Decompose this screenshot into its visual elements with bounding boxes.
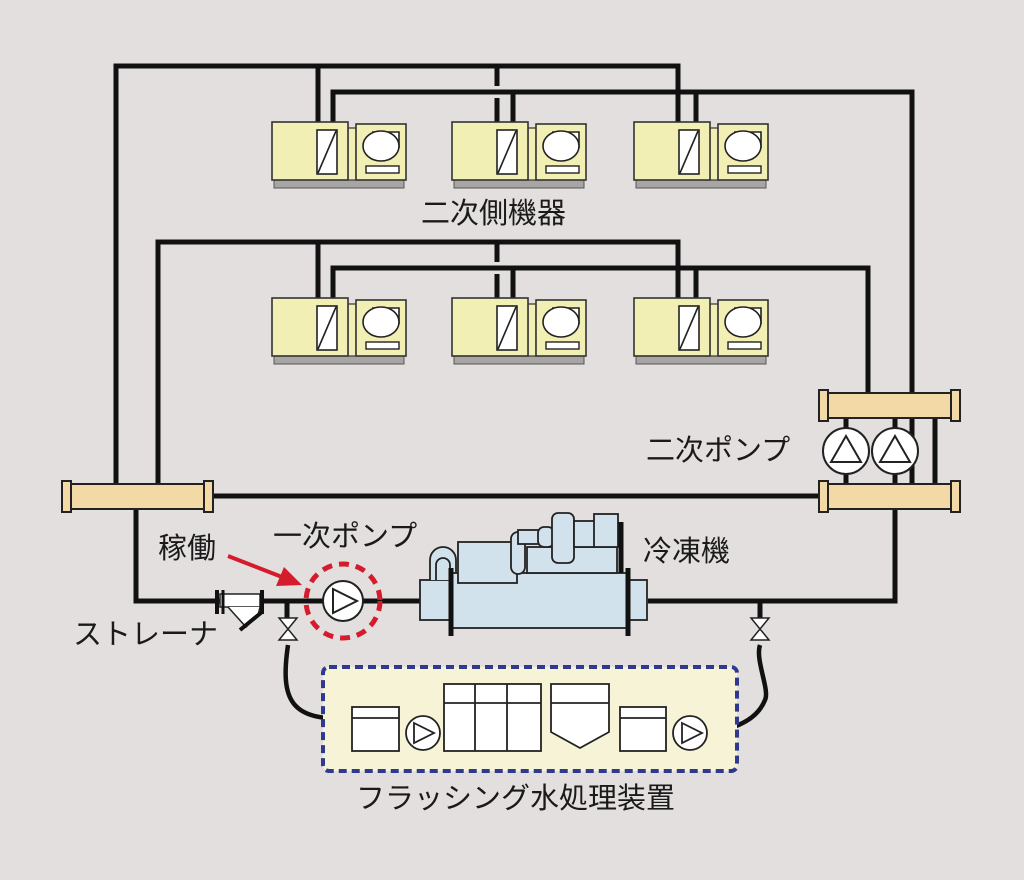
fan-icon: [724, 130, 762, 162]
pipe-lower-return: [330, 265, 871, 396]
unit-connector: [347, 303, 357, 357]
coil-diagonal: [679, 130, 699, 174]
secondary-unit-upper-2[interactable]: [451, 121, 587, 189]
header-left-cap: [203, 480, 214, 513]
unit-connector: [709, 303, 719, 357]
flush-pump-1: [405, 715, 441, 751]
header-left-cap: [61, 480, 72, 513]
secondary-unit-upper-3[interactable]: [633, 121, 769, 189]
coil-diagonal: [679, 306, 699, 350]
chiller-link: [573, 520, 597, 548]
chiller-top-box: [593, 513, 619, 548]
pipe-upper-return: [330, 89, 915, 486]
header-left: [61, 480, 214, 513]
secondary-unit-lower-1[interactable]: [271, 297, 407, 365]
header-cap: [818, 389, 829, 422]
pipe-lower-supply: [155, 239, 681, 486]
secondary-equipment-group: [271, 121, 769, 365]
unit-connector: [709, 127, 719, 181]
secondary-unit-upper-1[interactable]: [271, 121, 407, 189]
fan-icon: [362, 306, 400, 338]
secondary-pump-1[interactable]: [822, 427, 870, 475]
pump-triangle-icon: [829, 433, 863, 463]
pump-triangle-icon: [878, 433, 912, 463]
outlet-grille-icon: [545, 165, 580, 174]
header-body: [823, 392, 956, 419]
header-cap: [818, 480, 829, 513]
unit-connector: [347, 127, 357, 181]
header-body: [823, 483, 956, 510]
header-secondary-top: [818, 389, 961, 422]
strainer[interactable]: [215, 590, 264, 632]
label-chiller: 冷凍機: [643, 534, 731, 568]
pipe-primary-supply: [648, 506, 898, 604]
secondary-pump-2[interactable]: [871, 427, 919, 475]
header-secondary-bottom: [818, 480, 961, 513]
flush-pump-2: [672, 715, 708, 751]
operating-arrow: [227, 554, 302, 586]
chiller-end-left: [419, 579, 451, 621]
coil-diagonal: [497, 306, 517, 350]
flush-tank-2: [619, 706, 667, 752]
flushing-unit[interactable]: [321, 665, 739, 773]
chiller[interactable]: [419, 512, 648, 636]
label-flushing-unit: フラッシング水処理装置: [356, 781, 676, 815]
header-left-body: [65, 483, 211, 510]
flush-tank-1: [351, 706, 400, 752]
label-secondary-equipment: 二次側機器: [421, 196, 567, 230]
outlet-grille-icon: [727, 165, 762, 174]
header-cap: [950, 480, 961, 513]
pump-play-icon: [332, 587, 360, 615]
outlet-grille-icon: [545, 341, 580, 350]
coil-diagonal: [317, 306, 337, 350]
coil-diagonal: [497, 130, 517, 174]
outlet-grille-icon: [365, 341, 400, 350]
header-cap: [950, 389, 961, 422]
valve-left[interactable]: [277, 617, 299, 641]
outlet-grille-icon: [727, 341, 762, 350]
unit-connector: [527, 127, 537, 181]
secondary-unit-lower-3[interactable]: [633, 297, 769, 365]
outlet-grille-icon: [365, 165, 400, 174]
fan-icon: [724, 306, 762, 338]
flush-settling-tank: [550, 683, 610, 750]
fan-icon: [362, 130, 400, 162]
fan-icon: [542, 306, 580, 338]
secondary-unit-lower-2[interactable]: [451, 297, 587, 365]
coil-diagonal: [317, 130, 337, 174]
flush-filter-bank: [443, 683, 542, 752]
operating-highlight-ring: [303, 561, 383, 641]
valve-right[interactable]: [749, 617, 771, 641]
label-secondary-pump: 二次ポンプ: [646, 433, 791, 467]
chiller-box: [457, 541, 518, 584]
chiller-compressor: [551, 512, 575, 564]
label-operating: 稼働: [158, 531, 217, 565]
primary-pump[interactable]: [303, 561, 383, 641]
label-strainer: ストレーナ: [73, 617, 219, 651]
label-primary-pump: 一次ポンプ: [273, 519, 418, 553]
chiller-end-right: [628, 579, 648, 621]
chiller-loop-inner: [435, 557, 451, 580]
fan-icon: [542, 130, 580, 162]
unit-connector: [527, 303, 537, 357]
